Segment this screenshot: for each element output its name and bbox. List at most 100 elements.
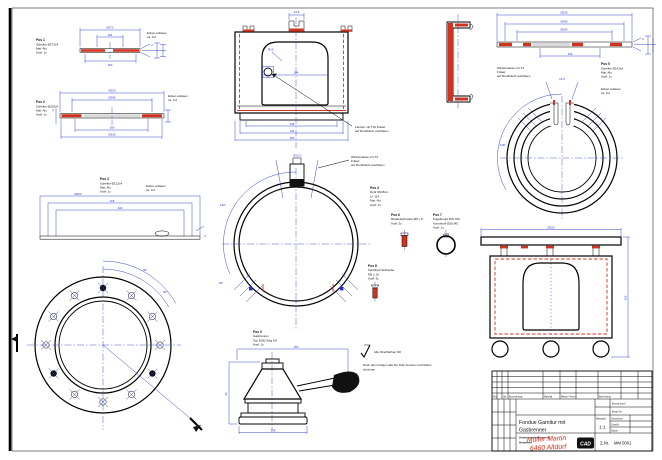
surface-note: Alle Oberflächen N8 [374,350,401,354]
author-city-handwritten: 6460 Altdorf [530,444,568,453]
countersunk-screw-icon [370,282,380,303]
ring-right-slot-dim: 13.5 [559,77,565,81]
assembly-dim-width: Ø220 [547,225,554,229]
pos2-label: Pos 2 [36,100,45,104]
ring-center-angle-dim: 120° [220,203,226,207]
pos2-dim-thk: 4 [52,108,54,112]
pos3-dim1: Ø122 [74,192,81,196]
sheet-frame [8,7,654,452]
general-notes: Alle Oberflächen N8 Nach dem fertigen al… [360,344,432,372]
pos1-qty: Ausf: 1x [36,50,47,54]
pos1-mat: Mat: Alu [36,46,47,50]
pos4-mat: Mat: Alu [370,199,381,203]
body-tab-dim: 13.5 [294,10,300,14]
mill-angle-note-r3: auf Rundblech ausfräsen [497,74,531,78]
pos1-spec: Scheibe Ø172x4 [36,42,59,46]
pos3-mat: Mat: Alu [100,185,111,189]
callout-pos7: Pos 7 Kugelknopf DIN 319 Kunststoff Ø25 … [433,213,460,257]
burner-dim-height: 62 [224,392,228,396]
pos2-chamfer-note: Ecken anfasen [168,94,188,98]
flange-angle-dim1: 30° [143,268,147,272]
finish-note-1: Nach dem fertigen alle Alu Teile bursten… [363,363,432,367]
drawing-title-line1: Fondue Garnitur mit [519,420,566,426]
pos1-label: Pos 1 [36,38,45,42]
pos4-label: Pos 4 [370,186,379,190]
pos6-qty: Ausf: 3x [391,221,402,225]
drawing-number-value: MM 0001 [614,441,632,446]
pos5-dim-thk: 4 [642,37,644,41]
assembly-dim-height: 128 [624,295,628,300]
date-label: Datum [611,430,618,433]
view-flange-top: 30° 60° [11,260,203,432]
view-assembly: Ø220 128 [480,225,630,358]
knurled-screw-icon [400,230,409,252]
mill-angle-note-r1: Winkelmasse mit T4 [497,66,524,70]
pos3-qty: Ausf: 1x [100,189,111,193]
pos3-dim3: 104 [118,206,123,210]
pos8-label: Pos 8 [368,264,377,268]
pos1-chamfer-note2: ca. 0.2 [147,35,156,39]
pos7-spec: Kugelknopf DIN 319 [433,217,460,221]
callout-pos8: Pos 8 Senkkopf Schraube M5 x 10 Ausf: 3x [368,264,395,303]
parts-header-stk: Stk [503,395,507,398]
pos3-chamfer-note2: ca. 0.2 [146,188,155,192]
view-pos2-plate-section: Pos 2 Scheibe Ø220x4 Mat: Alu Ausf: 1x E… [36,89,188,139]
pos9-type: Typ 2000 Sieg AG [253,338,278,342]
pos5-spec: Scheibe Ø143x4 [601,66,624,70]
replacement-for-label: Ersatz für [612,411,622,414]
pos2-dim3: 160 [110,126,115,130]
ring-center-slot-dim: Ø13.5 [293,154,301,158]
body-dim1: 136 [290,122,295,126]
pos5-dim3: Ø143 [560,28,567,32]
flange-section-markers [11,334,203,432]
callout-pos6: Pos 6 Rändelschraube M5 x 8 Ausf: 3x [391,213,423,252]
drawing-title-line2: Gasbrenner [519,428,547,434]
title-block: Pos Stk Bezeichnung Material Masse / Nor… [491,370,653,453]
scale-value: 1:1 [599,425,606,430]
parts-header-norm: Masse / Norm [561,395,575,398]
pos3-label: Pos 3 [100,177,109,181]
scale-label: Massstab [596,418,607,421]
pos3-dim2: 118 [110,199,115,203]
pos5-mat: Mat: Alu [601,70,612,74]
body-dim3: 150 [290,136,295,140]
parts-header-bem: Bemerkung [599,395,611,398]
pos2-qty: Ausf: 1x [36,112,47,116]
pos2-dim2: Ø196 [108,96,115,100]
burner-dim-top: 150 [294,345,299,349]
pos3-spec: Scheibe Ø122x4 [100,181,123,185]
parts-list-grid [492,371,652,400]
view-pos1-plate-section: Pos 1 Scheibe Ø172x4 Mat: Alu Ausf: 1x E… [36,26,167,67]
pos5-bolt-symbol [634,35,656,55]
flange-hole-ticks [40,282,166,408]
body-top-tabs [242,20,353,32]
mill-angle-note-c2: Fräser [351,159,360,163]
callout-pos4: Pos 4 Rohr Ø118x4 L= 114 Mat: Alu Ausf: … [370,186,388,207]
parts-header-pos: Pos [493,396,498,398]
pos6-label: Pos 6 [391,213,400,217]
author-name-handwritten: Müller Martin [527,435,567,444]
view-pos3-ring-section: Pos 3 Scheibe Ø122x4 Mat: Alu Ausf: 1x E… [39,177,206,240]
pos3-dim-thk: 4 [204,234,206,238]
struck-text-line2: Detailliste [519,441,532,445]
pos5-chamfer-note2: ca. 0.2 [601,91,610,95]
ball-knob-icon [436,230,456,257]
pos2-chamfer-note2: ca. 0.2 [168,98,177,102]
view-ring-center: Ø13.5 120° 30° Winkelmasse mit T4 Fräser… [219,154,385,330]
parts-header-bez: Bezeichnung [509,396,523,398]
pos1-dim-bottom: 160 [108,63,113,67]
pos4-len: L= 114 [370,194,379,198]
ring-right-angle-dim: 118° [500,143,506,147]
pos2-spec: Scheibe Ø220x4 [36,104,59,108]
mill-window-note1: Fenster mit T10 Fräser [355,125,385,129]
body-dim2: 144 [290,129,295,133]
flange-angle-dim2: 60° [163,290,167,294]
drawn-label: Gezeichnet [611,418,623,421]
pos4-spec: Rohr Ø118x4 [370,190,388,194]
mill-angle-note-c3: auf Rundblech ausfräsen [351,163,385,167]
mill-angle-note-r2: Fräser [497,70,506,74]
assembly-wheels [491,340,610,358]
pos9-qty: Ausf: 1x [253,343,264,347]
